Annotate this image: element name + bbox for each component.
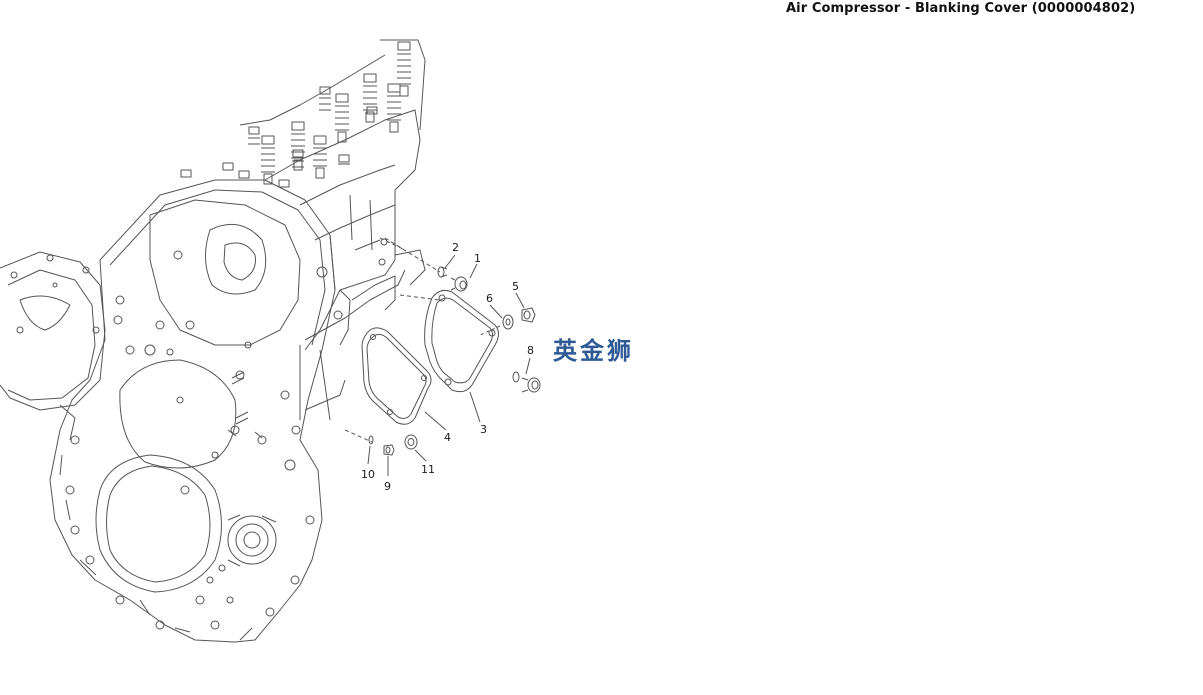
valve-springs xyxy=(180,41,411,188)
callout-6: 6 xyxy=(486,292,493,305)
exploded-parts xyxy=(344,237,541,476)
callout-3: 3 xyxy=(480,423,487,436)
callout-9: 9 xyxy=(384,480,391,493)
page-title: Air Compressor - Blanking Cover (0000004… xyxy=(786,1,1136,16)
watermark-text: 英金狮 xyxy=(553,337,634,365)
callout-11: 11 xyxy=(421,463,435,476)
engine-block-drawing xyxy=(0,39,426,643)
callout-5: 5 xyxy=(512,280,519,293)
callout-labels: 1 2 3 4 5 6 8 9 10 11 xyxy=(361,241,534,493)
callout-8: 8 xyxy=(527,344,534,357)
callout-1: 1 xyxy=(474,252,481,265)
callout-4: 4 xyxy=(444,431,451,444)
callout-2: 2 xyxy=(452,241,459,254)
callout-10: 10 xyxy=(361,468,375,481)
exploded-parts-diagram: 1 2 3 4 5 6 8 9 10 11 xyxy=(0,39,541,643)
